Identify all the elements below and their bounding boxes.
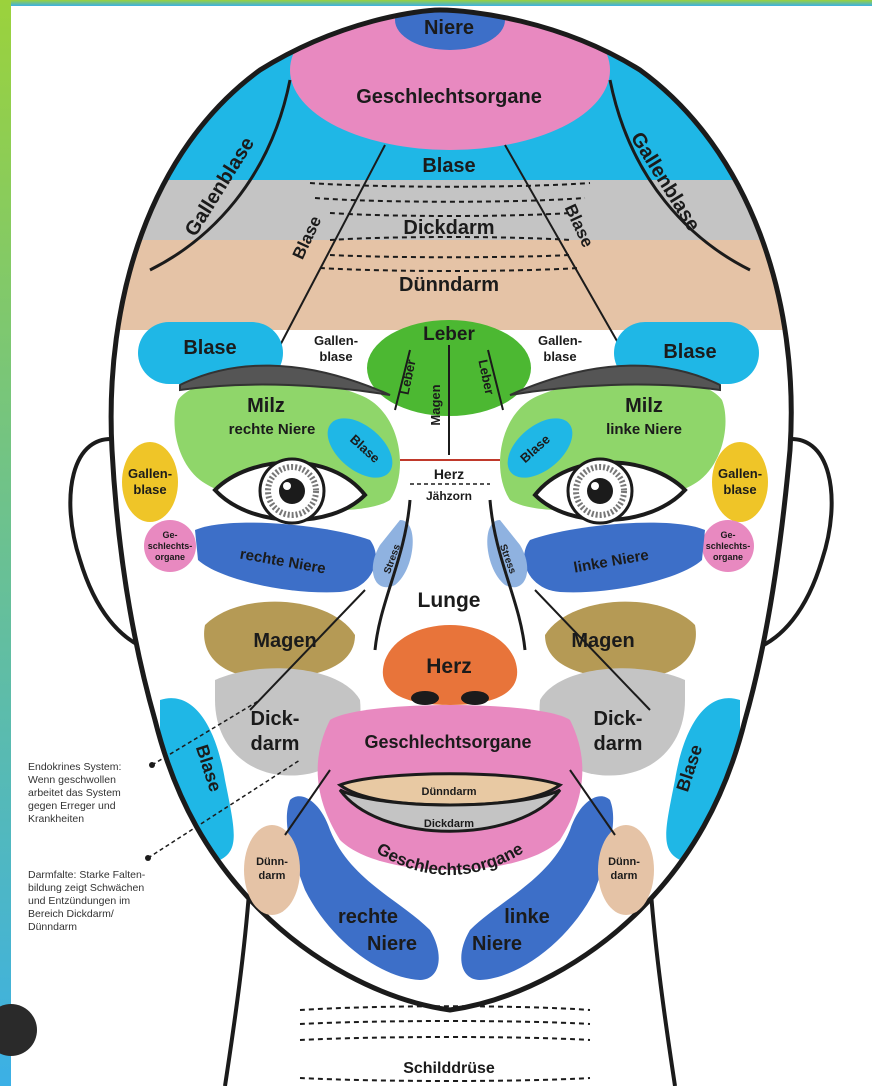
label-dickdarm-lip: Dickdarm (424, 818, 474, 830)
note-endokrin-line: gegen Erreger und (28, 800, 116, 812)
label-ear-ge-right-1: Ge- (720, 530, 735, 540)
frame-left-border (0, 0, 11, 1086)
note-darmfalte-line: Dünndarm (28, 921, 77, 933)
label-gallen-right-1: Gallen- (538, 333, 582, 348)
label-gallen-left-2: blase (319, 349, 352, 364)
label-niere-chin-right: Niere (472, 933, 522, 955)
note-darmfalte-line: Darmfalte: Starke Falten- (28, 869, 146, 881)
label-geschlechtsorgane-top: Geschlechtsorgane (356, 86, 542, 108)
label-linke-niere-eye: linke Niere (606, 421, 682, 438)
label-duenn-right-1: Dünn- (608, 856, 640, 868)
label-dickdarm-forehead: Dickdarm (403, 217, 494, 239)
label-dick-right-1: Dick- (594, 708, 643, 730)
label-gallen-right-2: blase (543, 349, 576, 364)
label-rechte-chin: rechte (338, 906, 398, 928)
label-ear-ge-right-2: schlechts- (706, 541, 751, 551)
note-darmfalte-line: und Entzündungen im (28, 895, 130, 907)
label-jaehzorn: Jähzorn (426, 489, 472, 503)
label-magen-left: Magen (253, 630, 316, 652)
label-dick-left-1: Dick- (251, 708, 300, 730)
label-leber: Leber (423, 324, 475, 345)
label-dick-right-2: darm (594, 733, 643, 755)
label-gallen-left-1: Gallen- (314, 333, 358, 348)
nostril-right (461, 691, 489, 705)
label-blase-brow-left: Blase (183, 337, 236, 359)
note-darmfalte-line: Bereich Dickdarm/ (28, 908, 114, 920)
label-lunge: Lunge (418, 589, 481, 612)
label-magen-right: Magen (571, 630, 634, 652)
label-ear-gallen-right-2: blase (723, 482, 756, 497)
label-ear-ge-left-2: schlechts- (148, 541, 193, 551)
frame-top-border (0, 0, 872, 6)
label-dick-left-2: darm (251, 733, 300, 755)
note-darmfalte-line: bildung zeigt Schwächen (28, 882, 144, 894)
label-rechte-niere-eye: rechte Niere (229, 421, 316, 438)
corner-circle (0, 1004, 37, 1056)
label-herz-nose: Herz (426, 655, 472, 678)
note-endokrin-line: arbeitet das System (28, 787, 121, 799)
note-darmfalte: Darmfalte: Starke Falten- bildung zeigt … (28, 869, 146, 933)
label-schilddruese: Schilddrüse (403, 1060, 495, 1077)
label-ear-gallen-right-1: Gallen- (718, 466, 762, 481)
note-endokrin-line: Endokrines System: (28, 761, 121, 773)
label-blase-forehead: Blase (422, 155, 475, 177)
label-ear-ge-right-3: organe (713, 552, 743, 562)
nostril-left (411, 691, 439, 705)
note-endokrin-line: Wenn geschwollen (28, 774, 116, 786)
label-niere-top: Niere (424, 17, 474, 39)
label-herz-small: Herz (434, 466, 464, 482)
label-ear-gallen-left-1: Gallen- (128, 466, 172, 481)
label-ear-gallen-left-2: blase (133, 482, 166, 497)
label-magen-center: Magen (428, 384, 443, 425)
label-ear-ge-left-1: Ge- (162, 530, 177, 540)
label-duenn-right-2: darm (611, 870, 638, 882)
label-niere-chin-left: Niere (367, 933, 417, 955)
label-duenn-left-1: Dünn- (256, 856, 288, 868)
note-endokrin-line: Krankheiten (28, 813, 84, 825)
label-duenndarm-lip: Dünndarm (422, 786, 477, 798)
label-blase-brow-right: Blase (663, 341, 716, 363)
label-duenn-left-2: darm (259, 870, 286, 882)
label-duenndarm-forehead: Dünndarm (399, 274, 499, 296)
label-geschlecht-lip: Geschlechtsorgane (364, 732, 531, 752)
label-milz-left: Milz (247, 395, 285, 417)
label-linke-chin: linke (504, 906, 550, 928)
label-milz-right: Milz (625, 395, 663, 417)
label-ear-ge-left-3: organe (155, 552, 185, 562)
note-endokrin: Endokrines System: Wenn geschwollen arbe… (28, 761, 121, 825)
